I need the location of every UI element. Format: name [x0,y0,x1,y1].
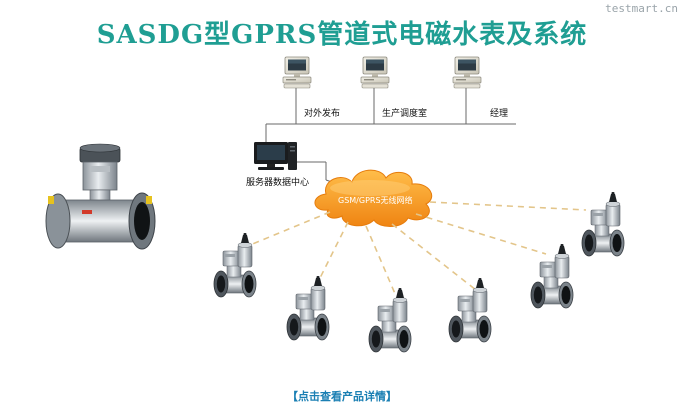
water-meter-icon [530,243,574,309]
watermark: testmart.cn [605,2,678,15]
network-label: GSM/GPRS无线网络 [338,196,413,205]
server-label: 服务器数据中心 [246,178,310,188]
dept-label-dispatch: 生产调度室 [382,109,428,119]
water-meter-icon [213,232,257,298]
dept-label-manager: 经理 [490,109,509,119]
office-computer-3 [452,56,482,89]
page-title: SASDG型GPRS管道式电磁水表及系统 [96,20,588,50]
flow-meter-icon [45,143,156,250]
cloud-icon [314,169,433,227]
dept-label-public: 对外发布 [304,109,341,119]
water-meter-icon [286,275,330,341]
product-details-link[interactable]: 【点击查看产品详情】 [287,390,397,403]
water-meter-icon [581,191,625,257]
server-computer-icon [254,142,297,170]
water-meter-icon [448,277,492,343]
office-computer-1 [282,56,312,89]
wireless-links [237,201,587,297]
water-meter-icon [368,287,412,353]
lan-lines [265,88,516,187]
office-computer-2 [360,56,390,89]
